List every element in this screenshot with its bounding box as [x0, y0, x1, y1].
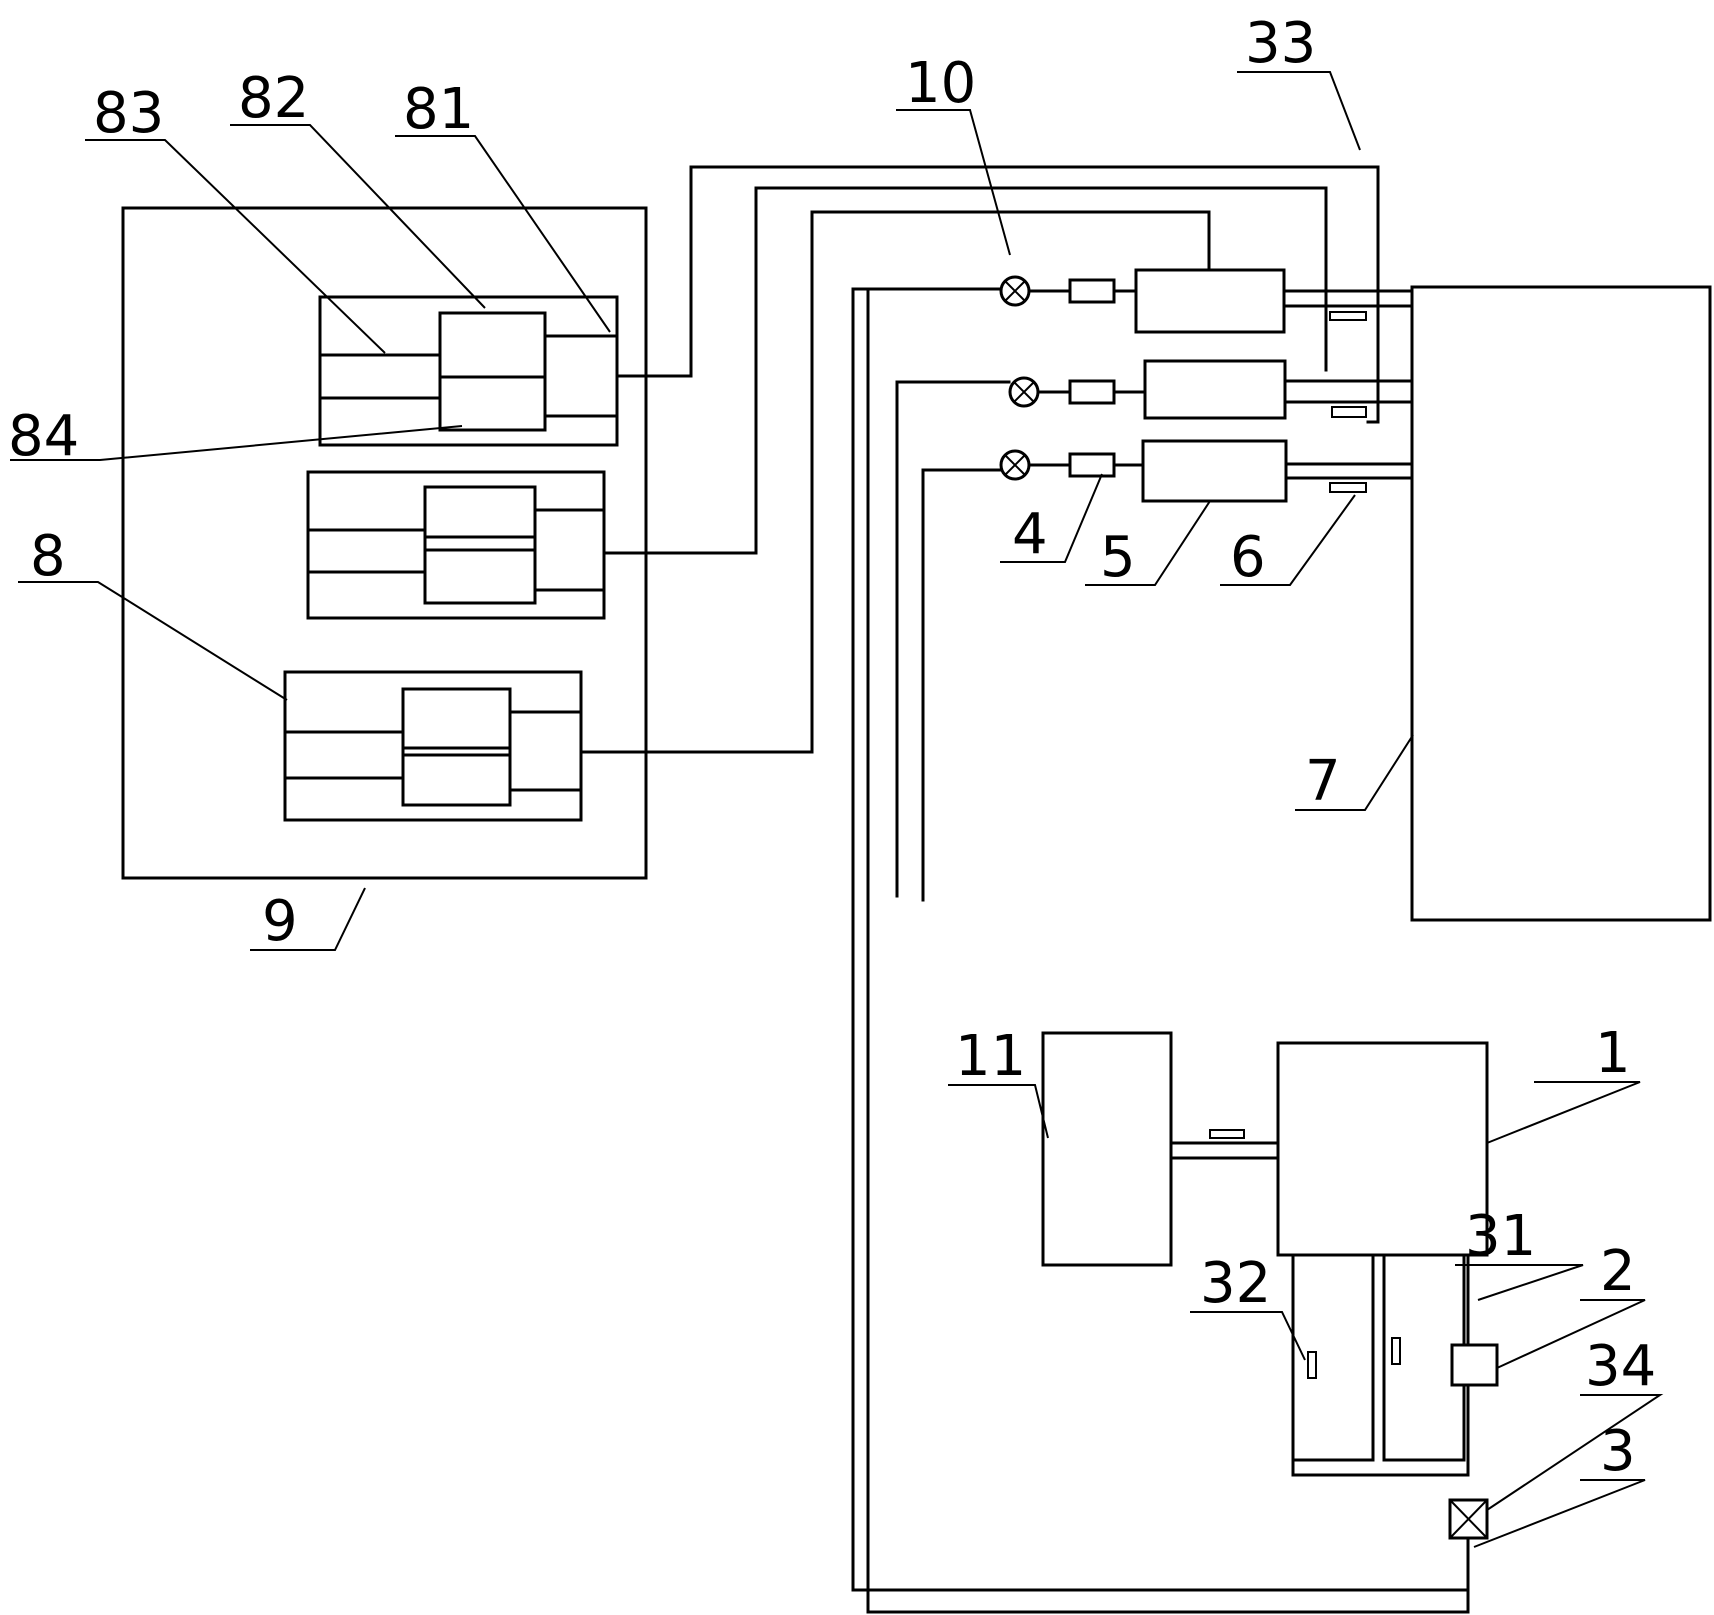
- leader-lines: [10, 71, 1664, 1548]
- module-top: [318, 295, 619, 447]
- label-33: 33: [1245, 11, 1316, 76]
- device-11: [1041, 1031, 1173, 1267]
- module-8: [283, 670, 583, 822]
- label-82: 82: [238, 66, 309, 131]
- connect-11-1: [1169, 1129, 1280, 1160]
- label-7: 7: [1305, 749, 1341, 814]
- label-11: 11: [955, 1024, 1026, 1089]
- label-8: 8: [30, 524, 66, 589]
- label-5: 5: [1100, 525, 1136, 590]
- label-83: 83: [93, 81, 164, 146]
- label-4: 4: [1012, 502, 1048, 567]
- label-32: 32: [1200, 1251, 1271, 1316]
- label-10: 10: [905, 51, 976, 116]
- device-2: [1450, 1343, 1499, 1387]
- label-81: 81: [403, 77, 474, 142]
- label-34: 34: [1585, 1334, 1656, 1399]
- signal-lines: [579, 165, 1380, 754]
- row-2: [895, 359, 1417, 898]
- row-3: [921, 439, 1417, 902]
- legs-31-32: [1291, 1253, 1470, 1477]
- valve-34: [1448, 1498, 1489, 1540]
- label-1: 1: [1595, 1021, 1631, 1086]
- row-1: [851, 268, 1417, 870]
- label-3: 3: [1600, 1419, 1636, 1484]
- label-2: 2: [1600, 1239, 1636, 1304]
- return-pipe: [851, 287, 1470, 1614]
- device-1: [1276, 1041, 1489, 1257]
- label-6: 6: [1230, 525, 1266, 590]
- label-9: 9: [262, 889, 298, 954]
- device-7: [1410, 285, 1712, 922]
- labels: 33 10 81 82 83 84 8 9 4 5 6 7 11 1 31 32…: [8, 11, 1656, 1484]
- module-middle: [306, 470, 606, 620]
- label-84: 84: [8, 404, 79, 469]
- label-31: 31: [1465, 1204, 1536, 1269]
